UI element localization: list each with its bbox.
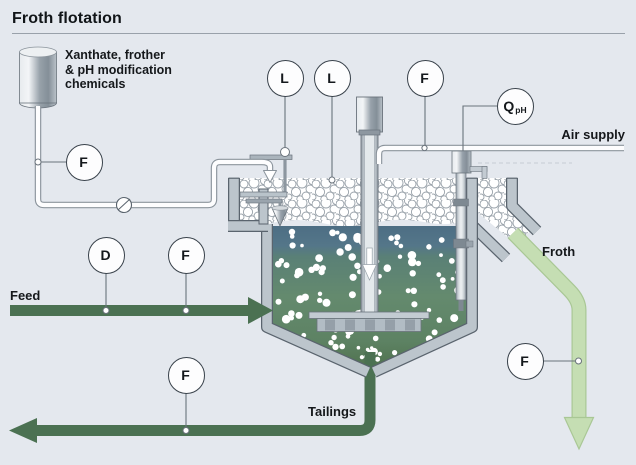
froth-label: Froth xyxy=(542,244,576,259)
instrument-flow-tailings: F xyxy=(167,356,205,394)
chemical-pipe xyxy=(34,106,277,214)
air-supply-pipe xyxy=(375,144,624,164)
page-title: Froth flotation xyxy=(12,10,122,27)
instrument-flow-feed: F xyxy=(167,236,205,274)
chemical-tank xyxy=(19,46,57,109)
instrument-level-froth: L xyxy=(313,59,351,97)
chemicals-label: Xanthate, frother & pH modification chem… xyxy=(65,48,172,92)
feed-baffle xyxy=(258,188,269,225)
froth-arrow xyxy=(507,227,595,451)
tailings-label: Tailings xyxy=(308,404,357,419)
check-valve-icon xyxy=(115,196,133,214)
connector-dots xyxy=(34,144,582,434)
feed-label: Feed xyxy=(10,288,41,303)
instrument-level-valve: L xyxy=(266,59,304,97)
ph-probe xyxy=(451,150,488,311)
instrument-density-feed: D xyxy=(87,236,125,274)
agitator-shaft xyxy=(360,129,379,317)
instrument-flow-air: F xyxy=(406,59,444,97)
instrument-flow-froth: F xyxy=(506,342,544,380)
air-supply-label: Air supply xyxy=(561,127,625,142)
level-float-valve xyxy=(239,147,293,227)
instrument-connectors xyxy=(41,96,575,427)
flotation-cell-shell xyxy=(228,177,542,378)
drive-motor xyxy=(356,96,383,136)
impeller xyxy=(308,311,430,332)
tailings-arrow xyxy=(9,352,376,443)
instrument-flow-chemicals: F xyxy=(65,143,103,181)
shaft-flow-arrow-icon xyxy=(361,247,378,281)
froth-layer xyxy=(240,178,534,245)
title-divider xyxy=(12,33,625,35)
feed-arrow xyxy=(10,297,273,324)
dosing-arrow-icon xyxy=(263,170,277,183)
